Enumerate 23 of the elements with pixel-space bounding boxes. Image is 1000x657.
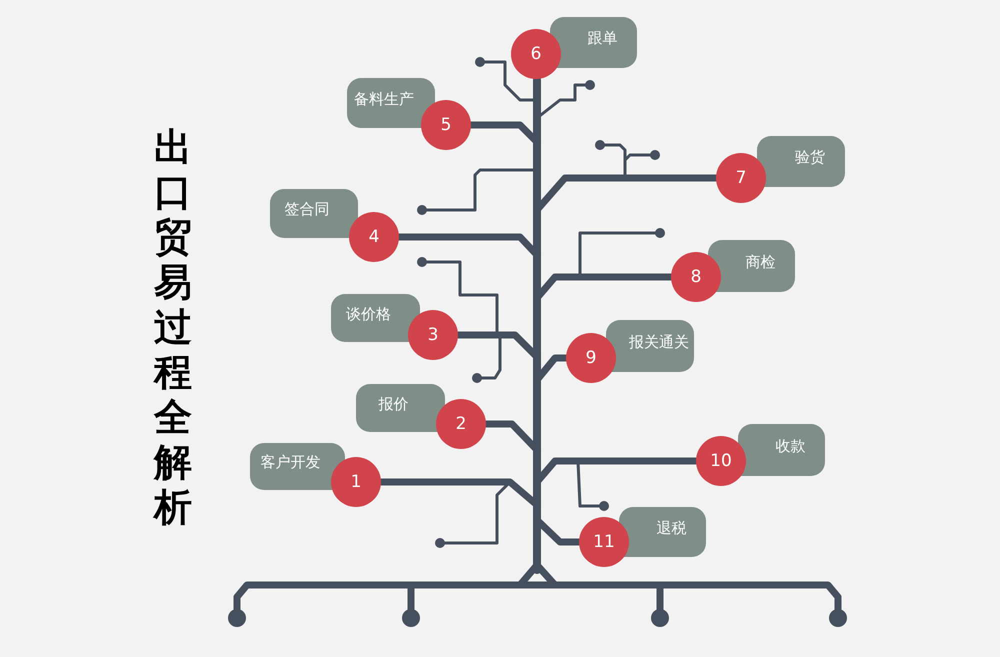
step-number-circle: 10 [696, 436, 746, 486]
step-label-tag: 验货 [757, 136, 845, 187]
step-number-circle: 9 [566, 333, 616, 383]
diagram-title: 出口贸易过程全解析 [152, 125, 193, 530]
step-label-tag: 谈价格 [331, 294, 420, 342]
step-label-tag: 报价 [356, 384, 445, 432]
step-label-tag: 收款 [738, 424, 825, 476]
step-number-circle: 4 [349, 212, 399, 262]
step-number-circle: 3 [408, 310, 458, 360]
step-number-circle: 2 [436, 399, 486, 449]
step-label-tag: 跟单 [550, 17, 637, 68]
step-number-circle: 1 [331, 457, 381, 507]
step-label-tag: 商检 [708, 240, 795, 292]
step-number-circle: 8 [671, 252, 721, 302]
step-number-circle: 11 [579, 517, 629, 567]
step-label-tag: 报关通关 [606, 320, 694, 372]
step-label-tag: 客户开发 [250, 443, 345, 490]
step-label-tag: 退税 [619, 507, 706, 557]
step-label-tag: 签合同 [270, 189, 358, 238]
step-number-circle: 7 [716, 153, 766, 203]
step-number-circle: 5 [421, 100, 471, 150]
step-number-circle: 6 [511, 29, 561, 79]
step-label-tag: 备料生产 [347, 78, 435, 128]
